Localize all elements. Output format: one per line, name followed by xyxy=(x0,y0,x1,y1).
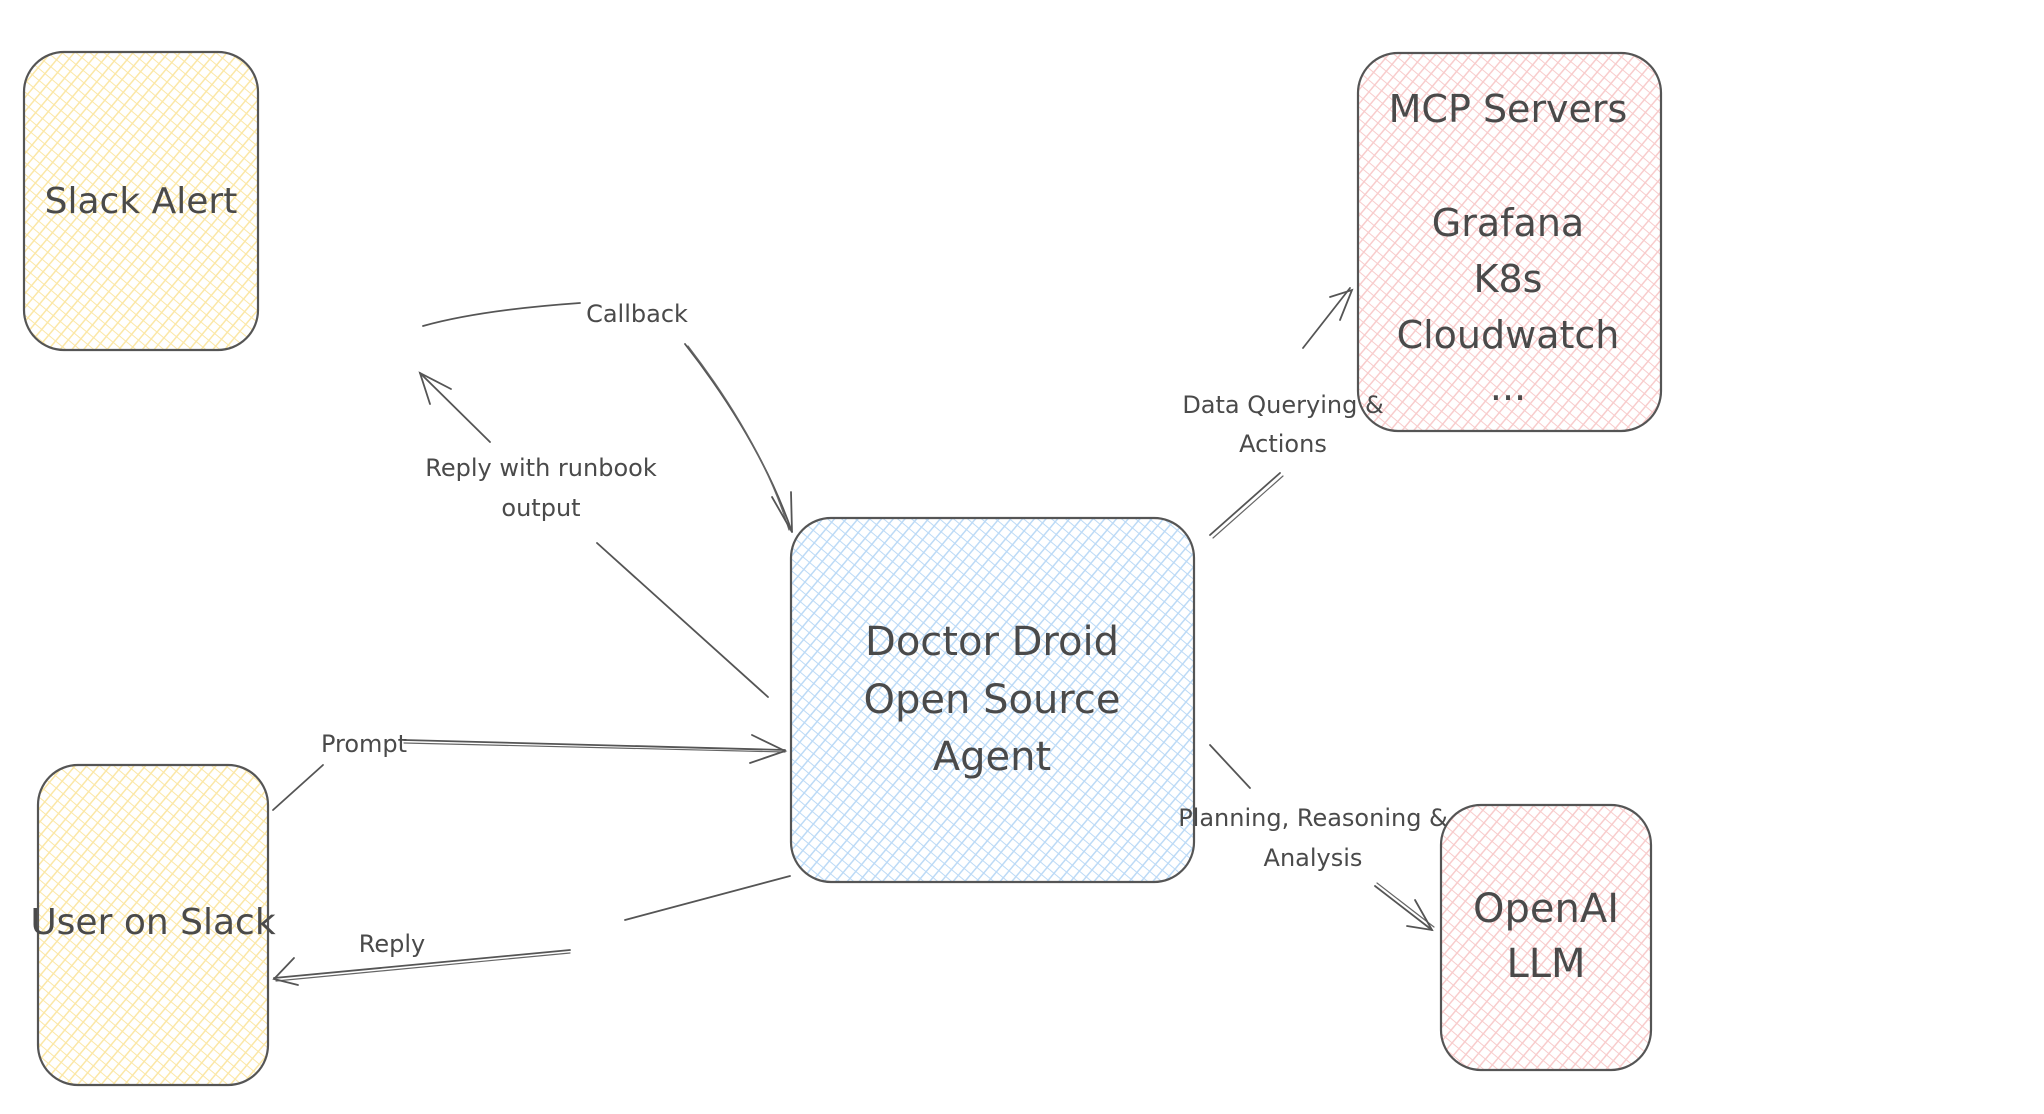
reply-runbook-line-start xyxy=(596,542,769,698)
reply-runbook-arrowhead xyxy=(418,371,452,405)
reply-runbook-label-line-1: Reply with runbook xyxy=(425,454,657,482)
mcp-servers-box xyxy=(1358,53,1661,431)
user-on-slack-box xyxy=(38,765,268,1085)
planning-label-line-2: Analysis xyxy=(1264,844,1363,872)
planning-line-end xyxy=(1374,885,1433,931)
data-querying-line-shadow xyxy=(1212,475,1284,539)
prompt-label: Prompt xyxy=(321,730,407,758)
openai-border xyxy=(1439,803,1653,1072)
mcp-servers-border xyxy=(1356,51,1663,433)
reply-arrowhead xyxy=(272,957,299,986)
reply-label: Reply xyxy=(359,930,425,958)
edge-callback[interactable]: Callback xyxy=(422,300,793,533)
data-querying-line-start xyxy=(1209,472,1281,536)
agent-label-line-1: Doctor Droid xyxy=(865,619,1119,665)
node-slack-alert[interactable]: Slack Alert xyxy=(22,50,260,352)
edge-reply[interactable]: Reply xyxy=(272,875,791,986)
openai-label-line-1: OpenAI xyxy=(1473,886,1619,932)
edge-prompt[interactable]: Prompt xyxy=(272,730,788,811)
prompt-arrowhead xyxy=(749,734,788,764)
planning-line-start xyxy=(1209,744,1251,789)
agent-border xyxy=(789,516,1196,884)
user-on-slack-label: User on Slack xyxy=(30,902,275,943)
edge-reply-with-runbook[interactable]: Reply with runbook output xyxy=(418,371,769,698)
node-doctor-droid-agent[interactable]: Doctor Droid Open Source Agent xyxy=(789,516,1196,884)
agent-box xyxy=(791,518,1194,882)
slack-alert-border xyxy=(22,50,260,352)
slack-alert-label: Slack Alert xyxy=(45,181,238,222)
mcp-servers-title: MCP Servers xyxy=(1389,87,1628,131)
agent-label-line-3: Agent xyxy=(933,734,1051,780)
reply-runbook-line-end xyxy=(419,372,491,443)
planning-arrowhead xyxy=(1406,899,1434,932)
data-querying-label-line-1: Data Querying & xyxy=(1182,391,1383,419)
openai-box xyxy=(1441,805,1651,1070)
mcp-item-grafana: Grafana xyxy=(1432,201,1584,245)
mcp-item-cloudwatch: Cloudwatch xyxy=(1397,313,1620,357)
reply-runbook-label-line-2: output xyxy=(501,494,580,522)
reply-line-start xyxy=(624,875,791,921)
callback-line-shadow xyxy=(687,345,790,531)
node-user-on-slack[interactable]: User on Slack xyxy=(30,763,276,1087)
user-on-slack-border xyxy=(36,763,270,1087)
edge-data-querying[interactable]: Data Querying & Actions xyxy=(1182,287,1384,539)
mcp-item-more: ... xyxy=(1490,365,1526,409)
slack-alert-box xyxy=(24,52,258,350)
edge-planning[interactable]: Planning, Reasoning & Analysis xyxy=(1178,744,1448,932)
data-querying-arrowhead xyxy=(1329,288,1354,321)
prompt-line-start xyxy=(272,764,324,811)
reply-line-end xyxy=(273,949,571,979)
planning-label-line-1: Planning, Reasoning & xyxy=(1178,804,1448,832)
agent-label-line-2: Open Source xyxy=(864,677,1121,723)
callback-line-start xyxy=(422,302,581,327)
data-querying-line-end xyxy=(1302,287,1351,349)
mcp-item-k8s: K8s xyxy=(1474,257,1543,301)
callback-label: Callback xyxy=(586,300,688,328)
prompt-line-end xyxy=(403,739,786,751)
planning-line-shadow xyxy=(1376,882,1435,928)
node-mcp-servers[interactable]: MCP Servers Grafana K8s Cloudwatch ... xyxy=(1356,51,1663,433)
node-openai-llm[interactable]: OpenAI LLM xyxy=(1439,803,1653,1072)
reply-line-shadow xyxy=(275,952,571,982)
prompt-line-shadow xyxy=(403,742,786,753)
callback-arrowhead xyxy=(771,491,793,533)
openai-label-line-2: LLM xyxy=(1506,941,1585,987)
data-querying-label-line-2: Actions xyxy=(1239,430,1327,458)
